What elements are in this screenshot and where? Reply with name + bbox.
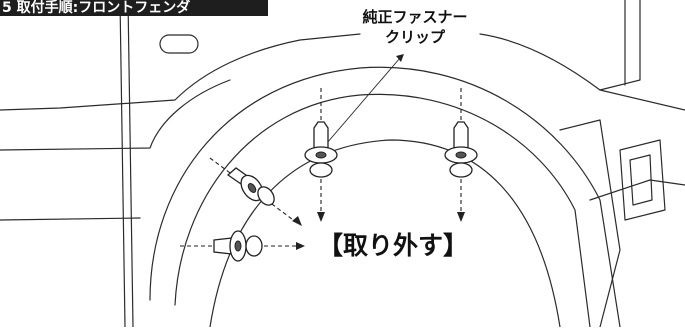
callout-leader bbox=[320, 57, 401, 151]
section-title: 5 取付手順:フロントフェンダ bbox=[2, 0, 191, 16]
bumper-lower bbox=[589, 179, 685, 201]
bumper-edge bbox=[559, 119, 621, 328]
arrow-heads bbox=[292, 212, 465, 250]
door-edge-inner bbox=[127, 0, 134, 328]
arrow-head-side-lower bbox=[296, 242, 305, 250]
callout-line-2: クリップ bbox=[384, 28, 445, 46]
fender-outer-line bbox=[0, 33, 361, 111]
wheel-arch-outer bbox=[149, 66, 621, 328]
callout-leader-head bbox=[396, 54, 404, 62]
arrow-head-top-left bbox=[317, 212, 325, 222]
body-line-left bbox=[0, 79, 231, 151]
bumper-vent-inner bbox=[629, 154, 653, 206]
bumper-line bbox=[599, 0, 641, 91]
bumper-vent bbox=[619, 139, 666, 221]
door-edge bbox=[119, 0, 126, 328]
fastener-clip-icon bbox=[226, 167, 275, 206]
tire-outline bbox=[209, 139, 561, 328]
clip-callout: 純正ファスナー クリップ bbox=[350, 7, 480, 47]
callout-line-1: 純正ファスナー bbox=[362, 8, 468, 26]
fastener-clip-icon bbox=[213, 230, 263, 262]
fastener-clip-icon bbox=[444, 121, 478, 178]
fastener-clip-icon bbox=[304, 121, 338, 178]
fender-upper-line bbox=[479, 33, 685, 111]
wheel-arch-inner bbox=[174, 93, 591, 328]
arrow-head-top-right bbox=[457, 212, 465, 222]
panel-seam bbox=[0, 217, 141, 221]
section-header: 5 取付手順:フロントフェンダ bbox=[0, 0, 268, 16]
action-label: 【取り外す】 bbox=[318, 231, 469, 260]
side-marker bbox=[159, 34, 199, 54]
arrow-head-side-upper bbox=[292, 216, 302, 226]
